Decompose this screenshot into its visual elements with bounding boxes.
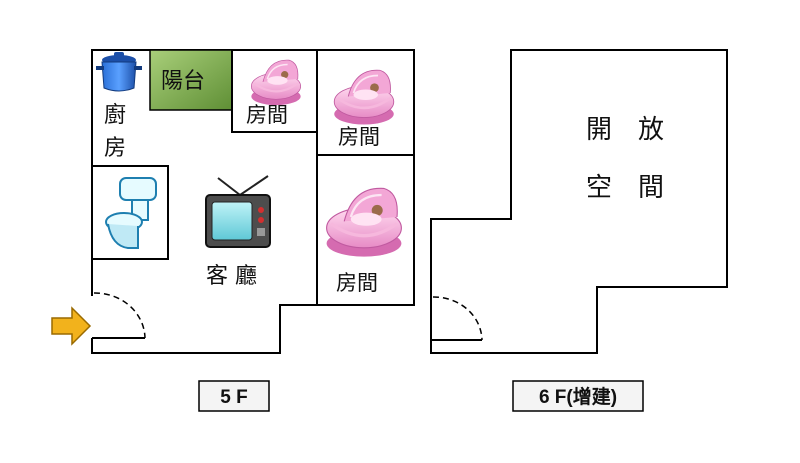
floor5-outer-wall <box>91 49 415 354</box>
floor5-caption: 5 F <box>198 380 270 412</box>
balcony-label: 陽台 <box>161 69 205 94</box>
floor6-outer-wall <box>430 49 728 354</box>
crib-icon <box>332 68 396 127</box>
tv-icon <box>205 175 271 248</box>
crib-icon <box>250 58 302 107</box>
living-room-label: 客 廳 <box>206 264 257 289</box>
crib-icon <box>327 188 402 256</box>
bedroom-mid-right-label: 房間 <box>336 271 378 295</box>
kitchen-label-line2: 房 <box>104 136 126 161</box>
door-swing-icon <box>93 292 146 339</box>
open-space-label-line1: 開 放 <box>586 115 664 145</box>
floor6-caption-text: 6 F(增建) <box>539 385 617 408</box>
floor5-plan: 廚 房 陽台 房間 房間 房間 客 廳 <box>51 49 415 354</box>
open-space-label-line2: 空 間 <box>586 173 664 203</box>
floor6-plan: 開 放 空 間 <box>430 49 728 354</box>
bedroom-small-label: 房間 <box>246 103 288 127</box>
toilet-icon <box>105 177 157 249</box>
bedroom-small-wall <box>231 50 317 133</box>
door-swing-icon <box>432 296 483 341</box>
cooking-pot-icon <box>96 52 142 92</box>
kitchen-label-line1: 廚 <box>104 103 126 128</box>
entrance-arrow-icon <box>51 306 92 346</box>
bedroom-top-right-label: 房間 <box>338 125 380 149</box>
floor6-caption: 6 F(增建) <box>512 380 644 412</box>
floor5-caption-text: 5 F <box>220 387 247 408</box>
bathroom-wall <box>92 165 169 260</box>
